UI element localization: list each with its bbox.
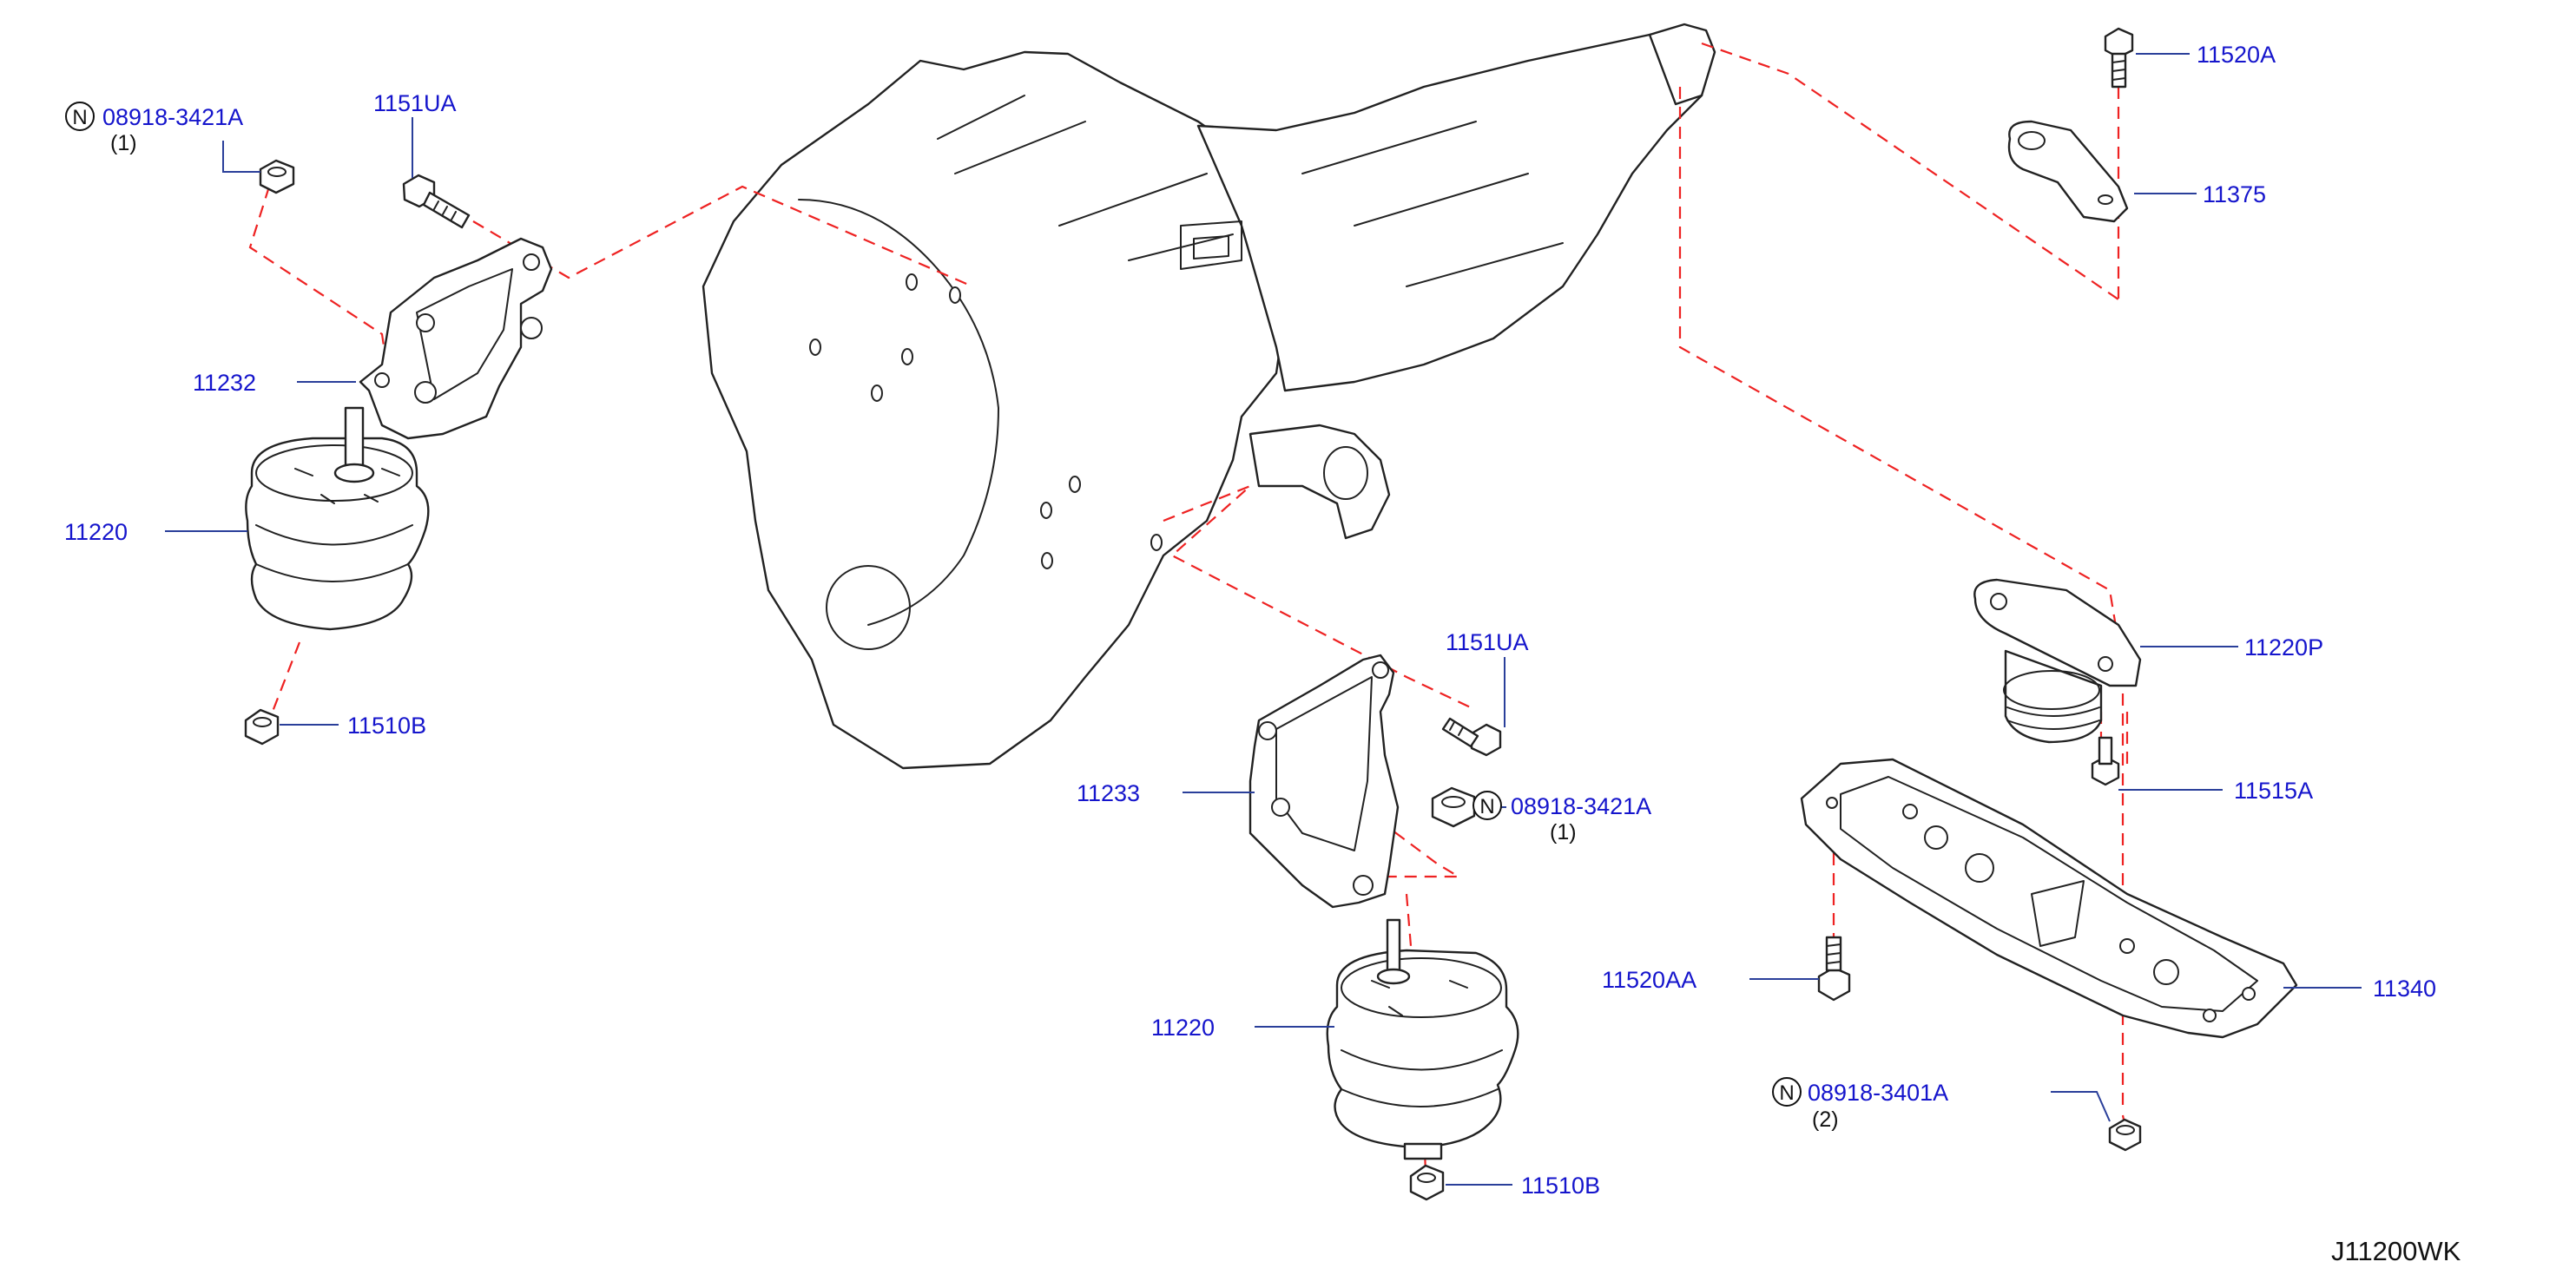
label-nut-left-qty: (1) (110, 131, 137, 155)
insulator-mid (1326, 918, 1519, 1160)
stay-top-right (2007, 120, 2129, 223)
label-nut-small-mid[interactable]: 11510B (1521, 1173, 1600, 1199)
label-insulator-left[interactable]: 11220 (64, 519, 128, 545)
member (1800, 758, 2298, 1039)
label-bolt-rear[interactable]: 11515A (2234, 778, 2313, 804)
note-marker-mid-letter: N (1479, 795, 1494, 818)
insulator-rear (1973, 578, 2142, 744)
note-marker-member (1772, 1077, 1802, 1107)
nut-member (2108, 1118, 2142, 1152)
diagram-reference-code: J11200WK (2331, 1236, 2461, 1266)
note-marker-mid (1472, 791, 1502, 820)
note-marker-left (65, 102, 95, 131)
leader-lines (165, 53, 2362, 1186)
nut-mid (1431, 786, 1476, 828)
exhaust-outlet (1248, 424, 1391, 540)
bracket-mid (1248, 654, 1400, 909)
label-bolt-mid[interactable]: 1151UA (1446, 629, 1529, 655)
nut-small-left (244, 708, 280, 746)
note-marker-left-letter: N (72, 106, 87, 129)
label-bracket-mid[interactable]: 11233 (1077, 780, 1140, 806)
note-marker-member-letter: N (1779, 1081, 1794, 1105)
label-nut-left[interactable]: 08918-3421A (102, 104, 243, 130)
label-member[interactable]: 11340 (2373, 976, 2436, 1002)
part-labels: N N N 08918-3421A (1) 1151UA 11232 11220… (64, 42, 2461, 1266)
label-nut-member[interactable]: 08918-3401A (1808, 1080, 1948, 1106)
label-bolt-left[interactable]: 1151UA (373, 90, 457, 116)
label-stay-top-right[interactable]: 11375 (2203, 181, 2266, 207)
transmission-tail (1648, 23, 1716, 106)
label-bracket-left[interactable]: 11232 (193, 370, 256, 396)
transmission-case (1196, 33, 1708, 392)
bolt-member (1817, 936, 1851, 1002)
engine-transmission-assembly (702, 23, 1716, 770)
label-insulator-mid[interactable]: 11220 (1151, 1015, 1215, 1041)
label-nut-mid-qty: (1) (1550, 820, 1577, 844)
bolt-top-right (2104, 27, 2134, 89)
label-nut-mid[interactable]: 08918-3421A (1511, 793, 1651, 819)
nut-left (259, 159, 295, 194)
nut-small-mid (1409, 1164, 1445, 1201)
label-bolt-member[interactable]: 11520AA (1602, 967, 1696, 993)
engine-block (702, 50, 1313, 770)
label-bolt-top-right[interactable]: 11520A (2197, 42, 2276, 68)
bolt-left (402, 174, 471, 229)
bellhousing-outline (798, 199, 999, 626)
bracket-left (359, 237, 553, 440)
engine-pulley (826, 565, 911, 650)
label-nut-member-qty: (2) (1812, 1107, 1839, 1132)
label-insulator-rear[interactable]: 11220P (2244, 634, 2323, 660)
bolt-mid (1441, 717, 1502, 757)
insulator-left (245, 406, 430, 631)
bolt-rear (2091, 736, 2120, 786)
label-nut-small-left[interactable]: 11510B (347, 713, 426, 739)
